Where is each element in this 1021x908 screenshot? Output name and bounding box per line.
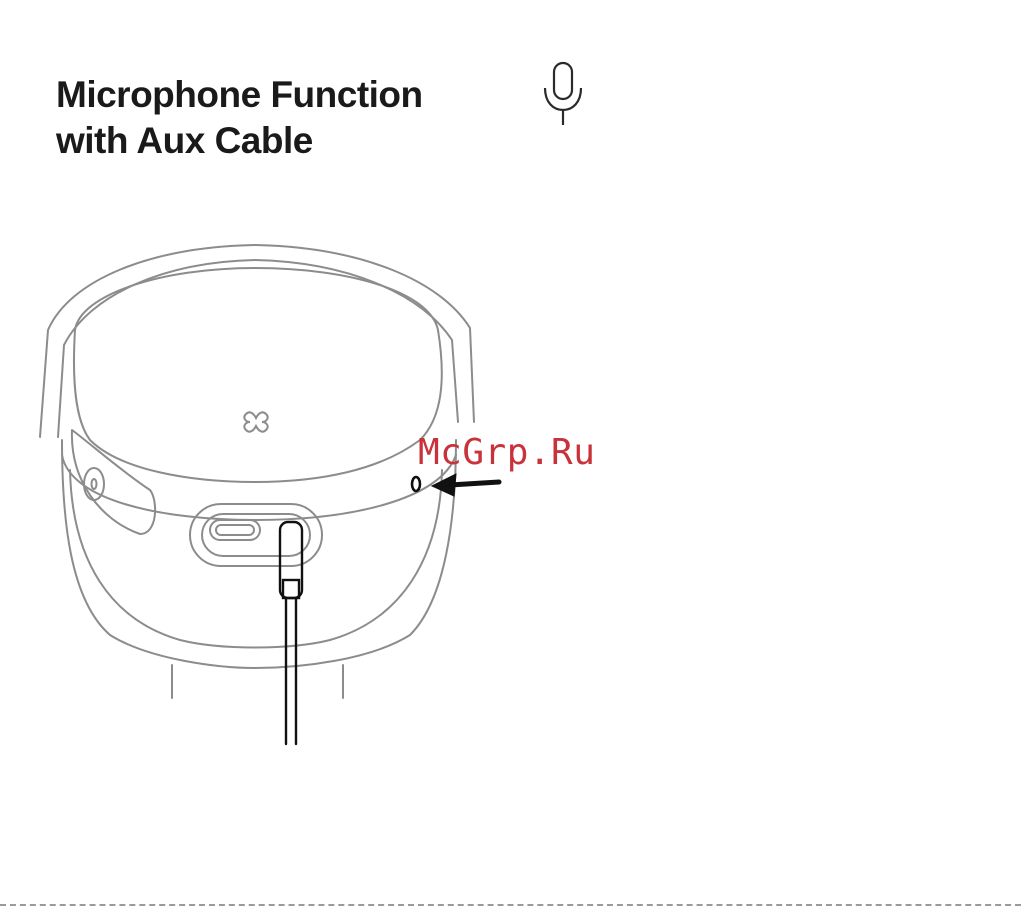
power-button — [84, 468, 104, 500]
microphone-hole — [412, 477, 420, 491]
headband-yoke — [40, 245, 474, 437]
brand-x-logo — [244, 412, 267, 431]
page-crop-rule — [0, 904, 1021, 906]
ear-cup-body — [62, 440, 456, 668]
watermark-text: McGrp.Ru — [418, 432, 595, 473]
ear-cup-top — [74, 268, 442, 482]
usb-port — [210, 520, 260, 540]
